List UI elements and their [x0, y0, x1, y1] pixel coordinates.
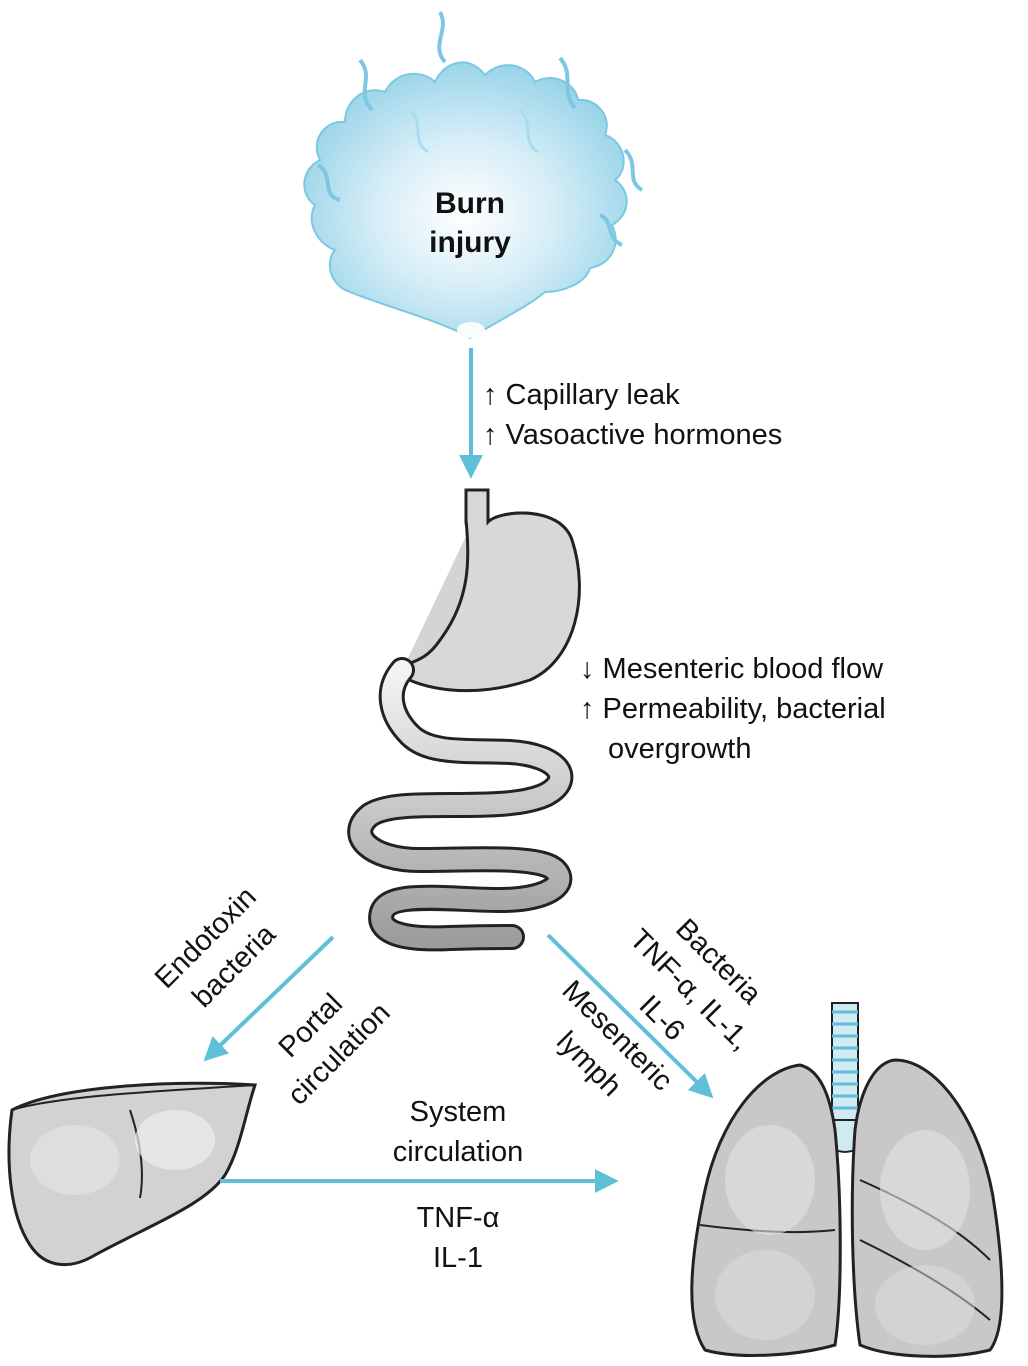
stomach-illustration [398, 488, 581, 693]
arrow-gut-to-liver [203, 935, 335, 1062]
arrow-gut-to-lung [546, 933, 714, 1099]
burn-flame-illustration [303, 11, 644, 340]
intestine-illustration [347, 657, 574, 952]
system-text: System [409, 1096, 507, 1128]
burn-label-line2: injury [429, 226, 511, 259]
system-circulation-text: circulation [392, 1136, 524, 1168]
liver-to-lung-route-label: System circulation [368, 1092, 548, 1172]
burn-injury-label: Burn injury [400, 184, 540, 262]
liver-illustration [7, 1081, 258, 1267]
stomach-effects-label: ↓ Mesenteric blood flow ↑ Permeability, … [580, 649, 886, 769]
permeability-text: ↑ Permeability, bacterial [580, 693, 886, 725]
vasoactive-hormones-text: ↑ Vasoactive hormones [483, 419, 783, 451]
lungs-illustration [690, 1002, 1004, 1358]
overgrowth-text: overgrowth [608, 733, 752, 765]
capillary-leak-text: ↑ Capillary leak [483, 379, 680, 411]
burn-to-gut-label: ↑ Capillary leak ↑ Vasoactive hormones [483, 375, 782, 455]
tnf-alpha-text: TNF-α [416, 1202, 500, 1234]
il1-text: IL-1 [433, 1242, 483, 1274]
liver-to-lung-agents-label: TNF-α IL-1 [388, 1198, 528, 1278]
burn-label-line1: Burn [435, 187, 505, 220]
mesenteric-flow-text: ↓ Mesenteric blood flow [580, 653, 884, 685]
